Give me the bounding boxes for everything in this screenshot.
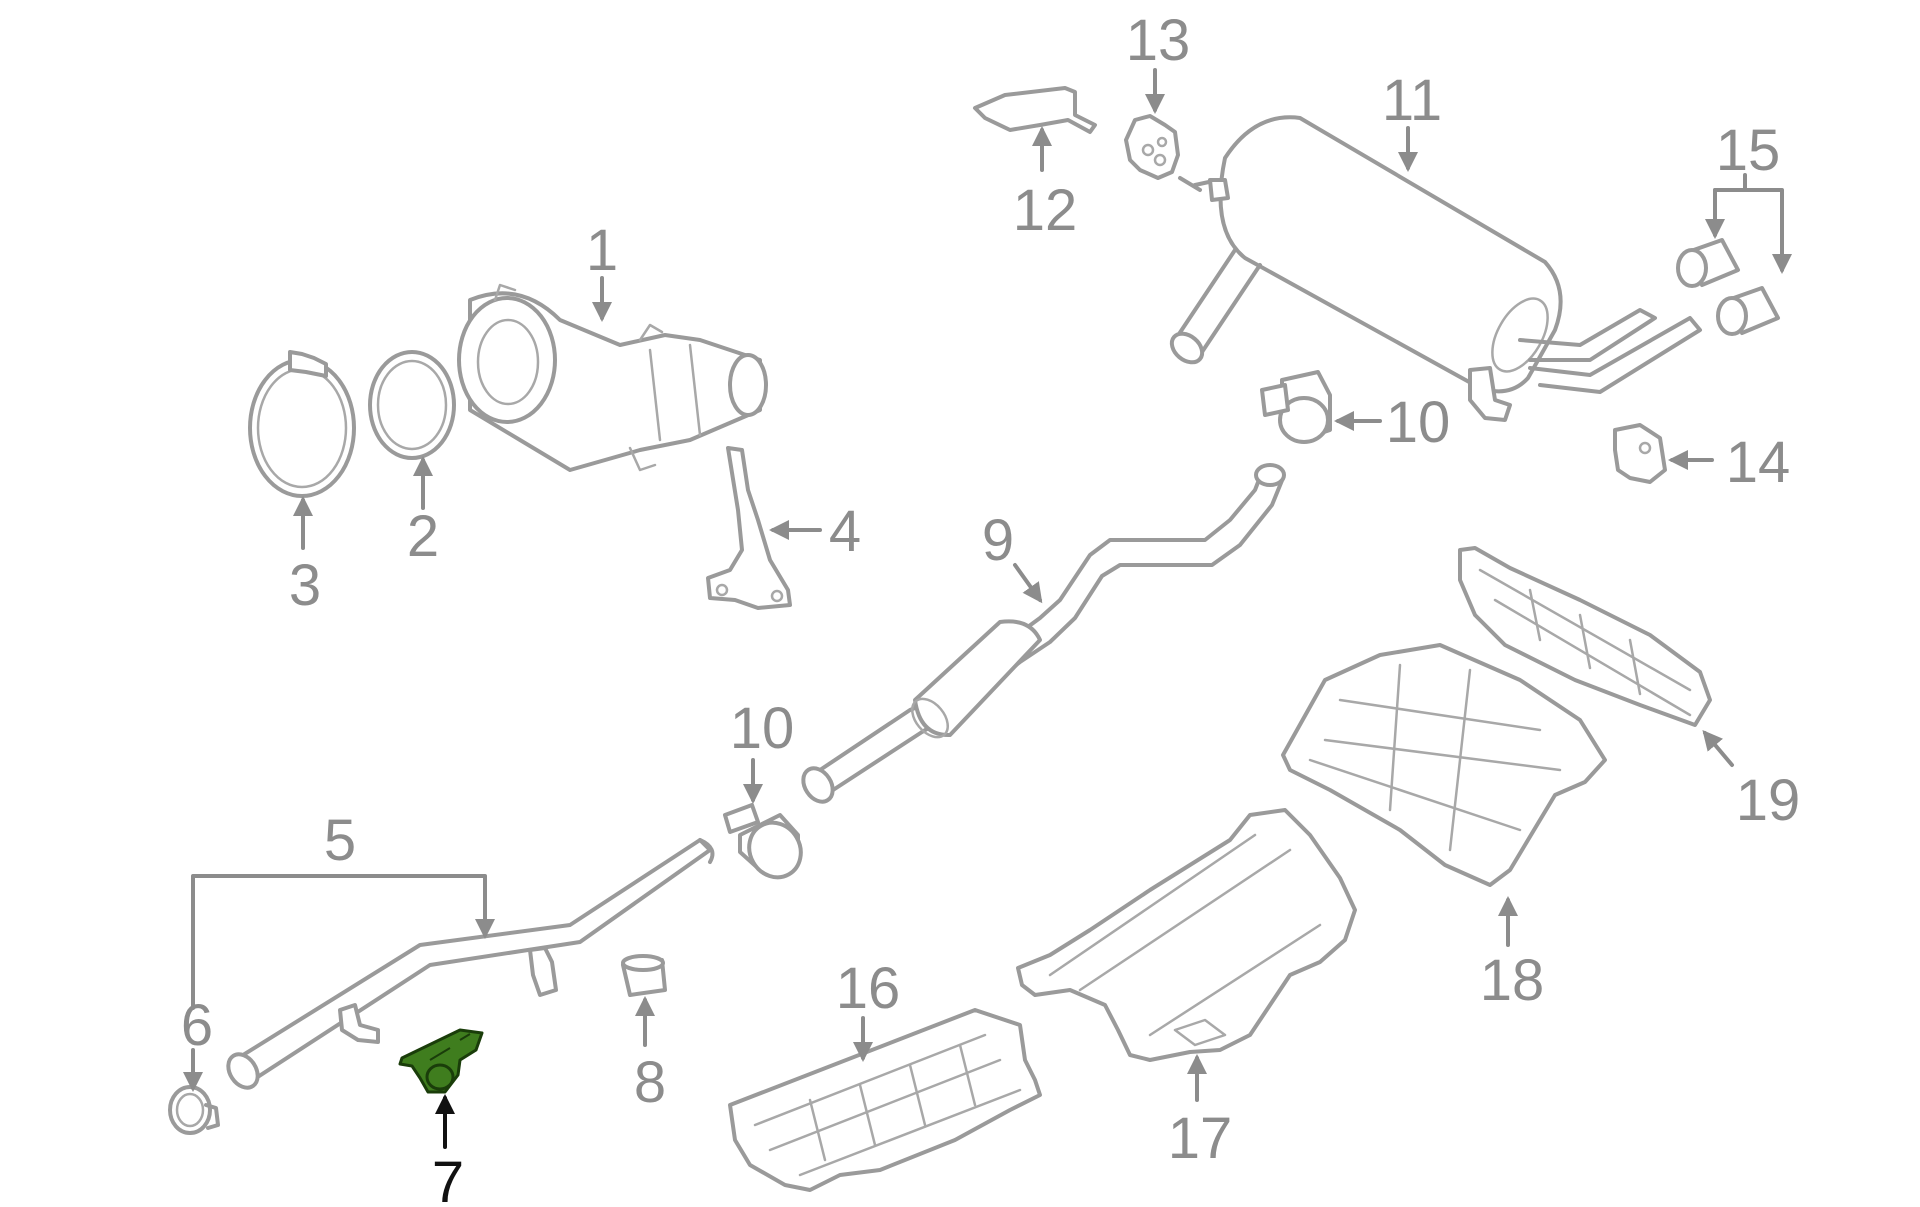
heat-shield-16 [728,1008,1042,1192]
callout-4: 4 [829,499,861,564]
callout-8: 8 [634,1050,666,1115]
bracket-4 [706,446,792,610]
leader-19 [1702,729,1734,767]
heat-shield-18 [1281,643,1607,887]
exhaust-tips [1676,238,1780,336]
leader-5-right [338,874,495,939]
callout-18: 18 [1480,948,1545,1013]
leader-15-right [1743,188,1792,274]
callout-labels: 1 2 3 4 5 6 7 8 9 10 10 11 12 13 14 15 1… [181,8,1800,1207]
gasket [368,350,456,460]
callout-13: 13 [1126,8,1191,73]
bracket-13 [1124,114,1180,180]
heat-shield-17 [1016,808,1357,1062]
catalytic-converter [457,283,768,472]
intermediate-pipe [801,463,1286,804]
mount-14 [1613,423,1667,484]
callout-15: 15 [1716,118,1781,183]
callout-11: 11 [1382,68,1442,133]
callout-1: 1 [586,218,618,283]
callout-10-upper: 10 [1386,390,1451,455]
pipe-clamp [168,1085,220,1135]
front-pipe [226,838,715,1090]
leader-15-left [1705,173,1747,239]
leader-9 [1013,563,1043,604]
callout-3: 3 [289,553,321,618]
hanger-10-lower [723,803,803,880]
callout-9: 9 [982,508,1014,573]
callout-17: 17 [1168,1106,1233,1171]
v-band-clamp [248,350,356,498]
callout-14: 14 [1726,430,1791,495]
heat-shield-19 [1458,546,1712,727]
rear-muffler [1169,115,1702,422]
leader-lines [183,68,1792,1149]
callout-2: 2 [407,504,439,569]
callout-5: 5 [324,808,356,873]
hanger-10-upper [1260,370,1332,444]
callout-12: 12 [1013,178,1078,243]
callout-6: 6 [181,993,213,1058]
exhaust-bracket-highlighted [398,1028,484,1094]
bracket-12 [973,86,1097,134]
callout-10-lower: 10 [730,696,795,761]
callout-16: 16 [836,956,901,1021]
callout-19: 19 [1736,768,1801,833]
leader-5-left [191,874,342,1010]
callout-7: 7 [432,1150,464,1207]
rubber-mount-8 [621,954,667,997]
